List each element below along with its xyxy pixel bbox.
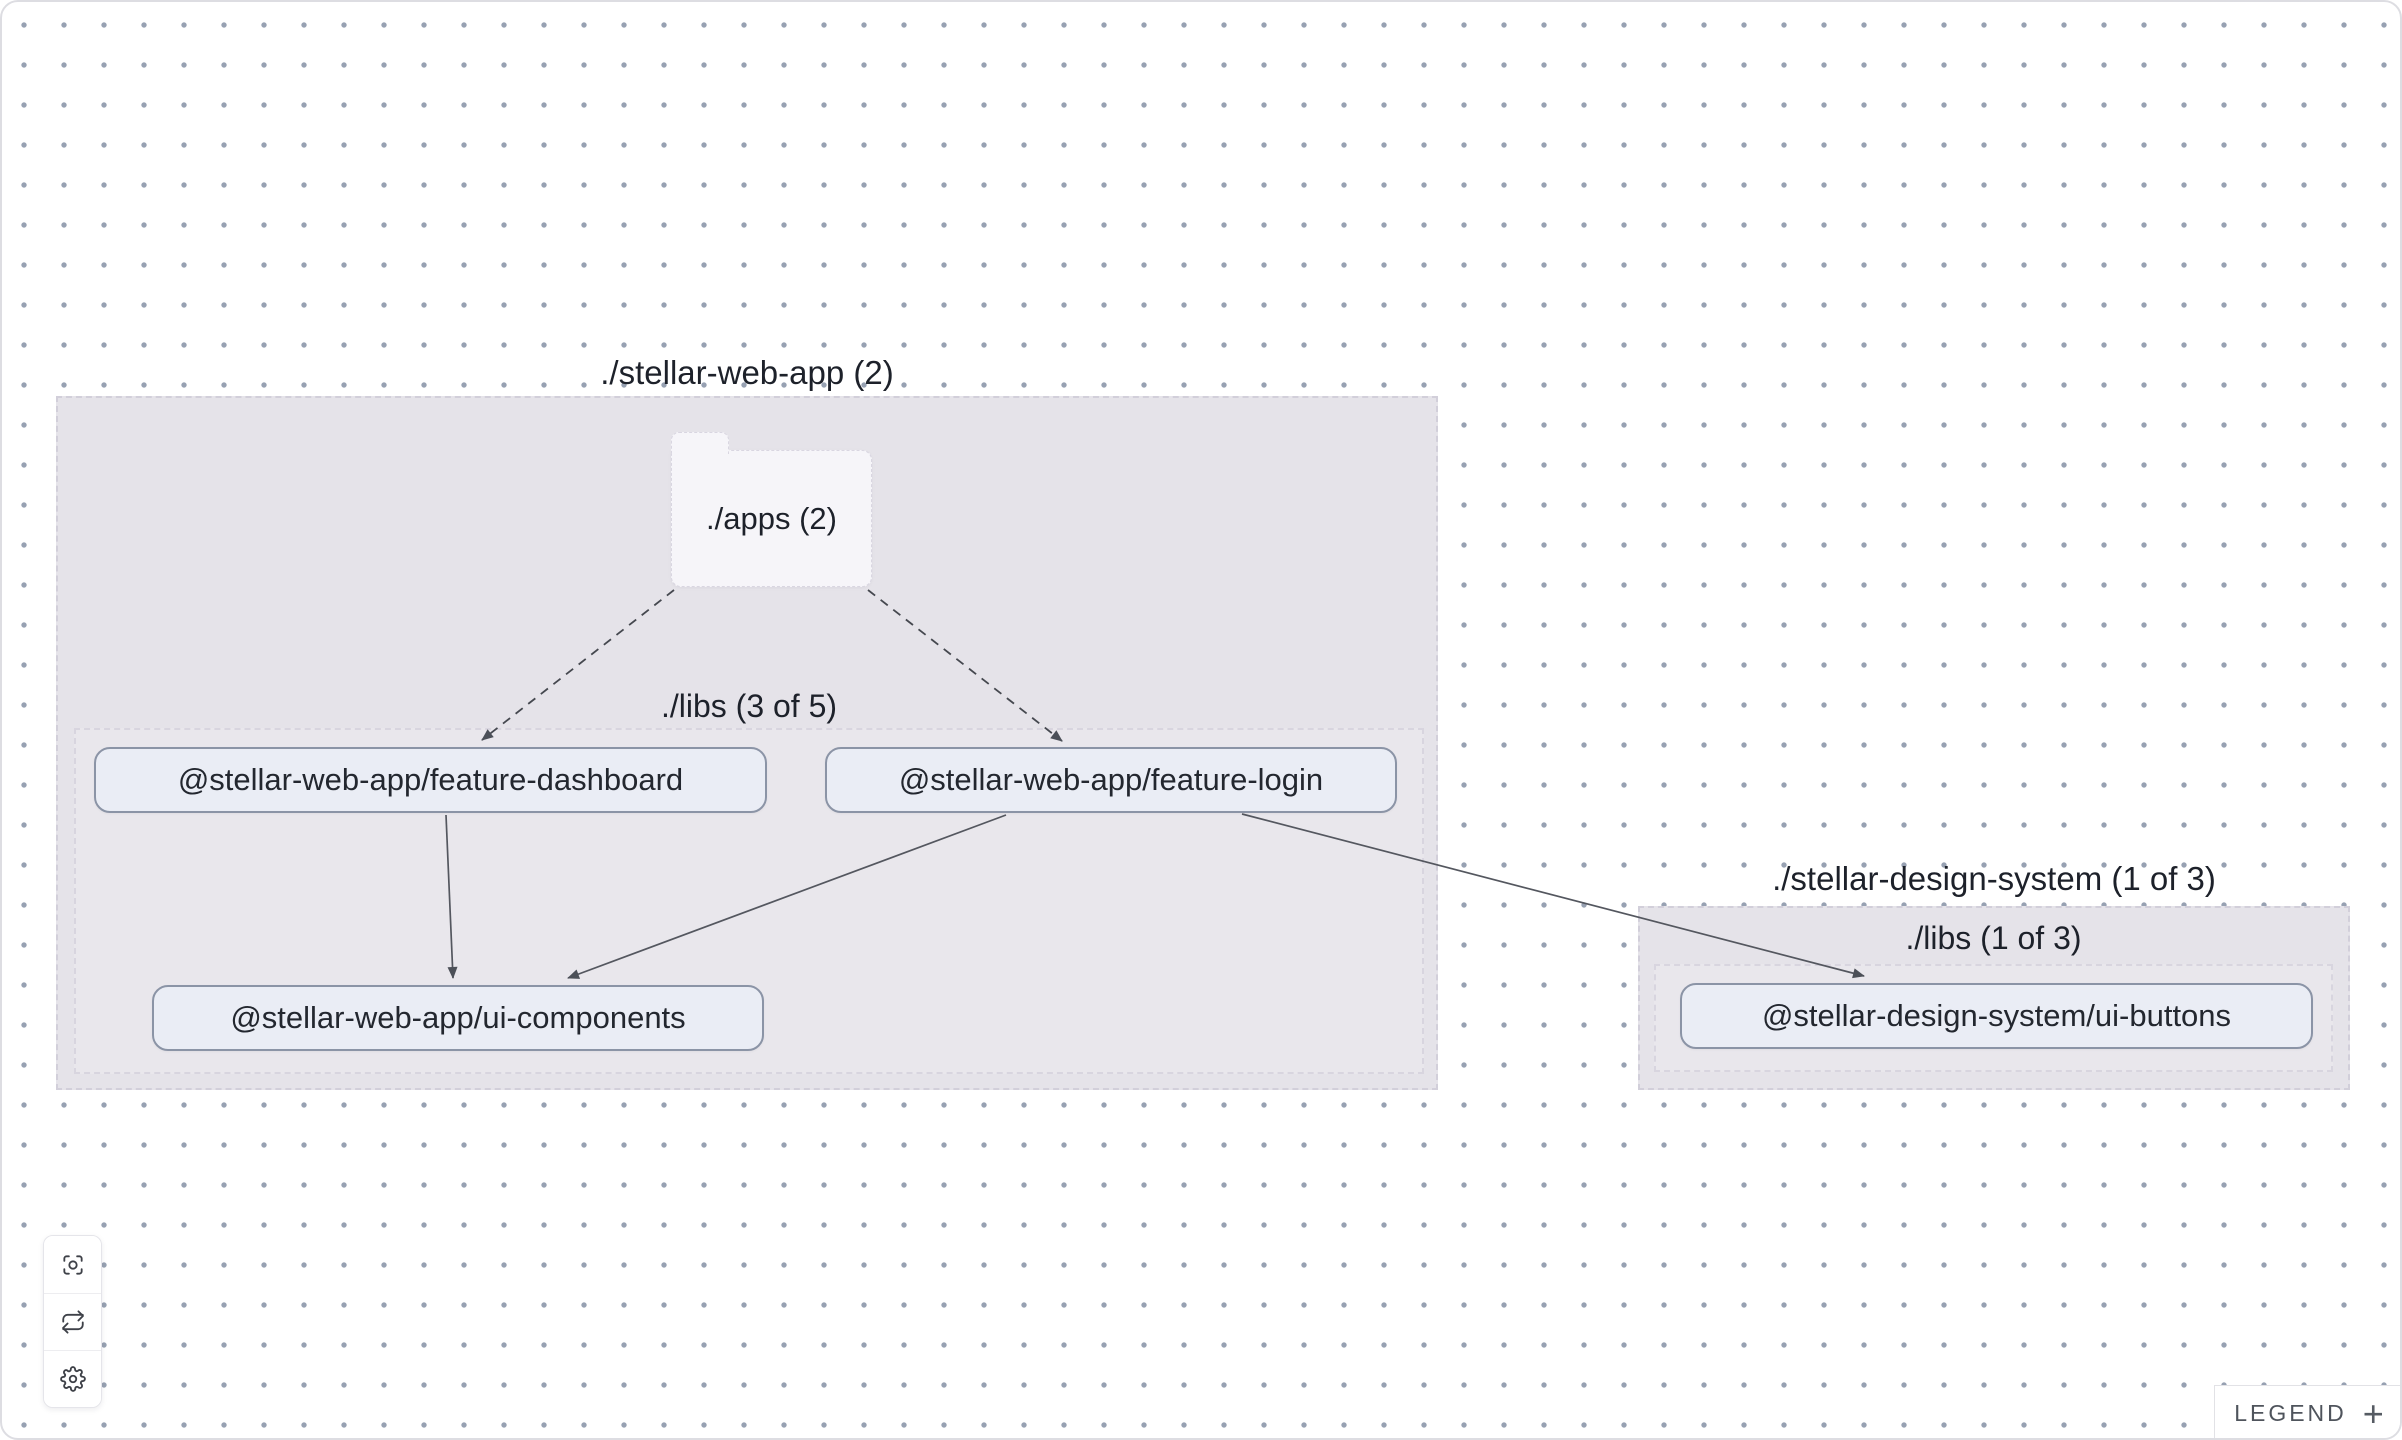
refresh-button[interactable] (44, 1293, 101, 1350)
legend-toggle[interactable]: LEGEND + (2214, 1385, 2400, 1438)
node-ui-components[interactable]: @stellar-web-app/ui-components (152, 985, 764, 1051)
subgroup-label-stellar-web-app-libs: ./libs (3 of 5) (660, 688, 838, 724)
group-title-stellar-design-system: ./stellar-design-system (1 of 3) (1772, 860, 2216, 897)
node-ui-buttons[interactable]: @stellar-design-system/ui-buttons (1680, 983, 2313, 1049)
subgroup-label-stellar-design-system-libs: ./libs (1 of 3) (1905, 920, 2082, 956)
canvas-control-rail (43, 1235, 102, 1408)
settings-button[interactable] (44, 1350, 101, 1407)
focus-crosshair-icon (62, 1254, 83, 1275)
folder-tab (671, 432, 729, 454)
node-label: @stellar-web-app/ui-components (230, 1000, 686, 1035)
gear-icon (59, 1366, 86, 1392)
node-label: @stellar-design-system/ui-buttons (1761, 998, 2232, 1033)
node-feature-dashboard[interactable]: @stellar-web-app/feature-dashboard (94, 747, 767, 813)
node-label: @stellar-web-app/feature-dashboard (177, 762, 684, 797)
folder-node-label: ./apps (2) (706, 500, 837, 536)
legend-label: LEGEND (2234, 1400, 2347, 1426)
node-feature-login[interactable]: @stellar-web-app/feature-login (825, 747, 1397, 813)
plus-icon: + (2362, 1392, 2384, 1434)
group-title-stellar-web-app: ./stellar-web-app (2) (600, 354, 894, 391)
node-label: @stellar-web-app/feature-login (898, 762, 1324, 797)
focus-button[interactable] (44, 1236, 101, 1293)
folder-node-apps[interactable]: ./apps (2) (671, 450, 872, 587)
refresh-cycle-icon (61, 1310, 84, 1334)
